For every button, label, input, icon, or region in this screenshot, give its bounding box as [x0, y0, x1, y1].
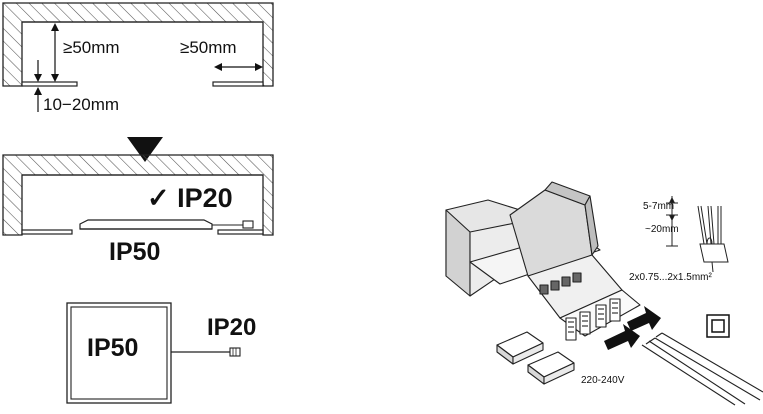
sheath-length-label: ~20mm: [645, 224, 679, 235]
gap-bottom-label: 10−20mm: [43, 95, 120, 114]
strip-length-label: 5-7mm: [643, 201, 675, 212]
clearance-diagram: [2, 2, 274, 112]
cable-plug-icon: [229, 347, 241, 357]
cable-strip-detail: [666, 196, 729, 273]
mains-cables: [641, 332, 763, 406]
check-mark-icon: ✓: [147, 183, 170, 213]
gap-top-label: ≥50mm: [63, 38, 120, 57]
led-fixture-body: [79, 219, 213, 230]
ip20-check-label: ✓ IP20: [147, 185, 233, 212]
recess-diagram: [2, 154, 274, 236]
driver-terminal-diagram: [445, 181, 641, 385]
ip-box-diagram: [66, 302, 241, 404]
arrow-left-lower-icon: [604, 324, 640, 350]
ip20-cable-label: IP20: [207, 314, 257, 341]
arrow-left-upper-icon: [627, 306, 661, 331]
voltage-label: 220-240V: [581, 375, 625, 386]
fixture-right-plate: [212, 81, 264, 87]
wire-cross-section-label: 2x0.75...2x1.5mm²: [629, 272, 712, 283]
double-insulation-icon: [706, 314, 730, 338]
ip50-fixture-label: IP50: [109, 238, 161, 266]
gap-right-label: ≥50mm: [180, 38, 237, 57]
fixture-left-plate: [21, 81, 78, 87]
recess-right-plate: [217, 229, 264, 235]
recess-left-plate: [21, 229, 73, 235]
ip20-label: IP20: [177, 183, 233, 213]
connector-plug-icon: [242, 220, 254, 229]
ip50-box-label: IP50: [87, 334, 139, 362]
ip50-outer-frame: [66, 302, 172, 404]
insert-arrows: [604, 306, 661, 350]
ip50-inner-frame: [70, 306, 168, 400]
down-triangle-icon: [127, 137, 163, 162]
